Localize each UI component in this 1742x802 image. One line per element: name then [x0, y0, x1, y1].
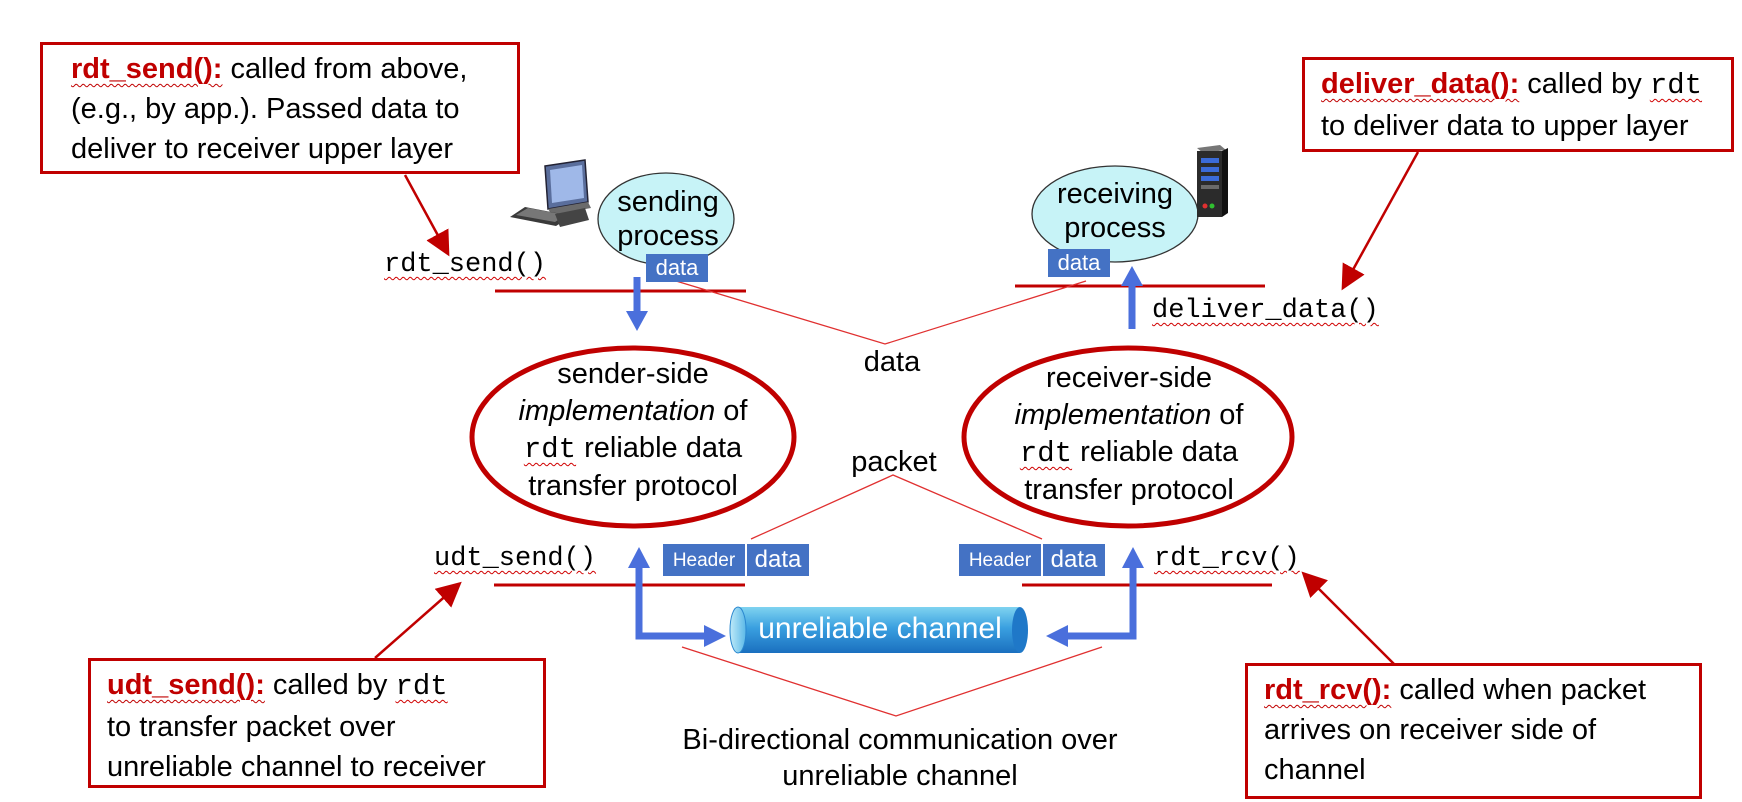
server-tower-icon [1197, 145, 1228, 217]
receiver-impl-line2-rest: of [1211, 399, 1244, 431]
udt-send-callout-line2: to transfer packet over [107, 711, 396, 743]
sending-process-label: sending process [586, 185, 750, 253]
deliver-data-callout-code: rdt [1649, 69, 1703, 102]
rdt-send-callout-line2: (e.g., by app.). Passed data to [71, 93, 460, 125]
receiver-packet-header-box: Header [959, 544, 1041, 576]
receiver-up-arrowhead [1121, 266, 1143, 286]
desktop-computer-icon [510, 159, 591, 227]
rdt-send-function-label: rdt_send() [384, 250, 547, 280]
rdt-send-callout: rdt_send(): called from above, (e.g., by… [40, 42, 520, 174]
bidirectional-connector [681, 646, 1103, 717]
sender-down-arrowhead [626, 311, 648, 331]
receiver-implementation-ellipse [961, 345, 1295, 529]
udt-send-callout-line3: unreliable channel to receiver [107, 751, 486, 783]
rdt-rcv-callout-line1: called when packet [1391, 674, 1647, 706]
rdt-rcv-callout-fn: rdt_rcv(): [1264, 674, 1392, 706]
sender-implementation-text: sender-side implementation of rdt reliab… [473, 356, 793, 505]
sender-impl-line2-italic: implementation [518, 395, 716, 427]
udt-send-callout-line1: called by [264, 669, 396, 701]
sender-up-arrowhead [628, 547, 650, 568]
bidirectional-caption: Bi-directional communication over unreli… [660, 722, 1140, 794]
udt-send-callout: udt_send(): called by rdt to transfer pa… [88, 658, 546, 788]
sender-packet-header-box: Header [663, 544, 745, 576]
deliver-data-callout-line2: to deliver data to upper layer [1321, 110, 1689, 142]
bidirectional-line1: Bi-directional communication over [682, 724, 1118, 756]
deliver-data-function-label: deliver_data() [1152, 296, 1379, 326]
rdt-rcv-callout-line3: channel [1264, 754, 1366, 786]
rdt-rcv-callout-line2: arrives on receiver side of [1264, 714, 1597, 746]
receiver-packet-data-box: data [1043, 544, 1105, 576]
sender-packet-data-box: data [747, 544, 809, 576]
receiver-impl-line3-code: rdt [1019, 437, 1073, 470]
sender-impl-line1: sender-side [557, 358, 709, 390]
receiver-implementation-text: receiver-side implementation of rdt reli… [967, 360, 1291, 509]
sending-process-line2: process [617, 220, 719, 252]
deliver-data-callout: deliver_data(): called by rdt to deliver… [1302, 57, 1734, 152]
packet-connector [750, 474, 1043, 540]
receiver-data-box: data [1048, 249, 1110, 277]
sender-impl-line4: transfer protocol [528, 470, 738, 502]
receiving-process-line2: process [1064, 212, 1166, 244]
rdt-send-callout-line1: called from above, [222, 53, 468, 85]
udt-send-function-label: udt_send() [434, 544, 597, 574]
udt-send-pointer [374, 581, 462, 659]
data-label: data [863, 346, 921, 378]
data-connector [675, 280, 1087, 345]
rdt-send-callout-fn: rdt_send(): [71, 53, 223, 85]
deliver-data-callout-fn: deliver_data(): [1321, 68, 1520, 100]
receiver-impl-line2-italic: implementation [1014, 399, 1212, 431]
rdt-rcv-callout: rdt_rcv(): called when packet arrives on… [1245, 663, 1702, 799]
sender-data-box: data [646, 254, 708, 282]
receiving-process-line1: receiving [1056, 178, 1174, 210]
sender-impl-line2-rest: of [715, 395, 748, 427]
receiver-up-arrowhead-lower [1122, 547, 1144, 568]
rdt-rcv-function-label: rdt_rcv() [1154, 544, 1300, 574]
receiver-impl-line1: receiver-side [1046, 362, 1212, 394]
unreliable-channel-label: unreliable channel [758, 612, 1002, 645]
receiver-impl-line3-rest: reliable data [1072, 436, 1239, 468]
bidirectional-line2: unreliable channel [782, 760, 1018, 792]
sender-impl-line3-code: rdt [523, 433, 577, 466]
unreliable-channel-cylinder [729, 606, 1028, 654]
sender-impl-line3-rest: reliable data [576, 432, 743, 464]
sending-process-line1: sending [617, 186, 719, 218]
rdt-rcv-pointer [1301, 571, 1397, 667]
udt-send-callout-code: rdt [395, 670, 448, 703]
udt-send-callout-fn: udt_send(): [107, 669, 265, 701]
receiver-left-arrowhead [1046, 625, 1068, 647]
receiver-impl-line4: transfer protocol [1024, 474, 1234, 506]
packet-label: packet [851, 446, 937, 478]
rdt-send-callout-line3: deliver to receiver upper layer [71, 133, 454, 165]
sender-implementation-ellipse [469, 345, 797, 529]
receiver-channel-arrow [1099, 566, 1137, 640]
deliver-data-pointer [1341, 151, 1420, 291]
rdt-send-pointer [403, 174, 450, 257]
sender-right-arrowhead [704, 625, 726, 647]
receiving-process-label: receiving process [1034, 177, 1196, 245]
deliver-data-callout-line1: called by [1519, 68, 1650, 100]
sender-channel-arrow [635, 566, 706, 640]
